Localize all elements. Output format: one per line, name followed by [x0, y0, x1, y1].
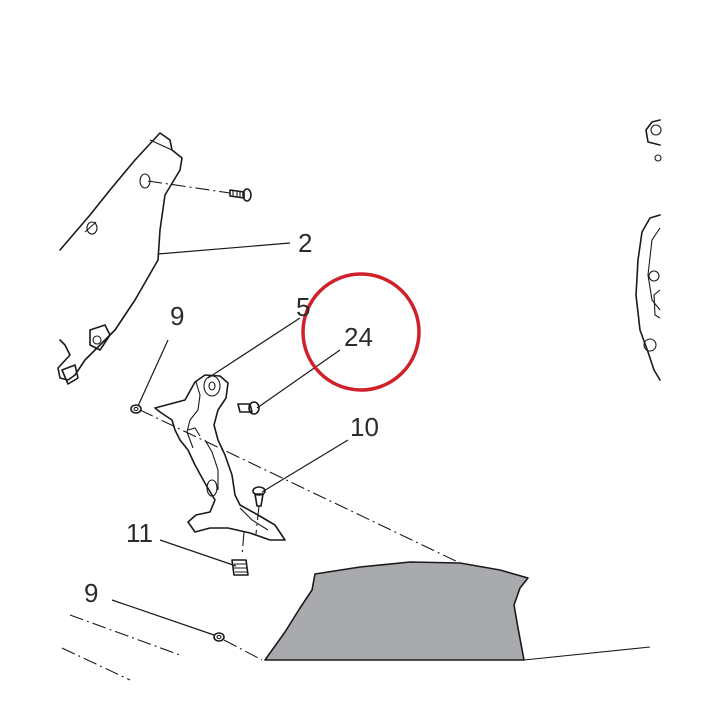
screw-10: [252, 486, 266, 535]
callout-24: 24: [344, 322, 373, 352]
washer-9-upper: [130, 404, 142, 414]
screw-11: [231, 531, 249, 576]
washer-9-lower: [213, 632, 225, 642]
fairing-panel-part: [57, 132, 183, 385]
callout-10: 10: [350, 412, 379, 442]
callout-11: 11: [126, 518, 153, 548]
screw-24: [237, 401, 260, 415]
callout-2: 2: [298, 228, 312, 258]
grey-fairing-panel: [264, 561, 651, 661]
frame-detail-right: [635, 119, 662, 381]
callout-5: 5: [296, 292, 310, 322]
leader-lines: [111, 242, 349, 636]
bracket-assembly-part: [154, 374, 286, 541]
callout-9-upper: 9: [170, 301, 184, 331]
highlight-circle: [301, 272, 421, 392]
alignment-lines: [61, 409, 461, 681]
callout-9-lower: 9: [84, 578, 98, 608]
screw-top: [147, 180, 252, 202]
